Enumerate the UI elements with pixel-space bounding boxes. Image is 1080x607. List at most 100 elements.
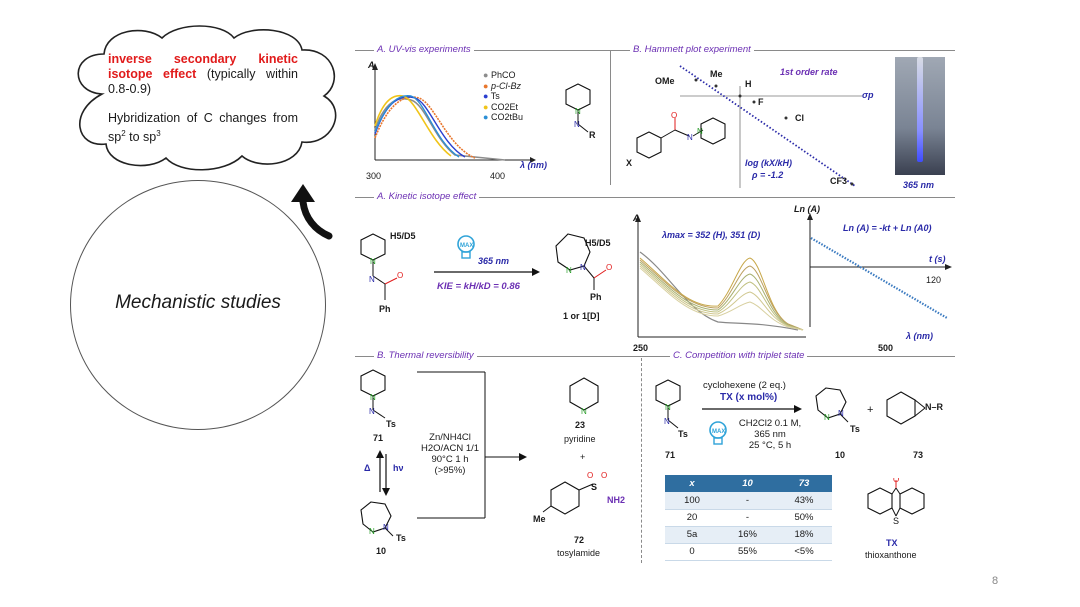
- tx-name: thioxanthone: [865, 550, 917, 560]
- uv-plot: [372, 63, 536, 163]
- hammett-ome: OMe: [655, 76, 675, 86]
- rule-bottom: [355, 356, 955, 357]
- thermal-me: Me: [533, 514, 546, 524]
- table-header: 10: [719, 475, 776, 492]
- competition-10: 10: [835, 450, 846, 460]
- kie-lambda-nm: λ (nm): [906, 331, 933, 341]
- svg-text:N: N: [369, 527, 375, 536]
- svg-text:O: O: [601, 471, 607, 480]
- cond-line: Zn/NH4Cl: [429, 432, 471, 443]
- svg-text:N: N: [697, 127, 703, 136]
- thermal-23: 23: [575, 420, 586, 430]
- thought-cloud: [77, 25, 337, 171]
- legend-item: ● CO2tBu: [483, 112, 523, 122]
- svg-text:N: N: [664, 417, 670, 426]
- kinetics-plot: [807, 213, 952, 327]
- thermal-72: 72: [574, 535, 585, 545]
- lamp-photo: [895, 57, 945, 175]
- table-cell: <5%: [776, 543, 832, 561]
- kie-h5d5-left: H5/D5: [390, 231, 416, 241]
- ylide-71-structure: N N: [360, 369, 386, 419]
- legend-item: ● p-Cl-Bz: [483, 80, 521, 91]
- kie-365nm: 365 nm: [478, 256, 510, 266]
- table-cell: 20: [665, 509, 719, 527]
- svg-text:O: O: [671, 111, 677, 120]
- cloud-highlight: inverse secondary kinetic isotope effect: [108, 52, 298, 81]
- table-cell: 43%: [776, 492, 832, 510]
- reaction-arrow: [434, 268, 540, 276]
- table-header: 73: [776, 475, 832, 492]
- svg-text:S: S: [591, 482, 597, 492]
- kie-axis-a: A: [633, 213, 640, 223]
- kie-tick-500: 500: [878, 343, 894, 353]
- svg-text:N: N: [574, 120, 580, 129]
- diazepine-10-structure: N N: [360, 501, 394, 537]
- svg-text:N: N: [580, 263, 586, 272]
- svg-text:S: S: [893, 516, 899, 526]
- diazepine-structure: N N O: [555, 233, 612, 290]
- competition-tx: TX (x mol%): [720, 392, 778, 403]
- uv-axis-x: λ (nm): [520, 160, 547, 170]
- table-cell: 5a: [665, 526, 719, 544]
- title-uv: A. UV-vis experiments: [374, 44, 474, 55]
- table-cell: -: [719, 509, 776, 527]
- sup-3: 3: [156, 129, 161, 138]
- hammett-rho: ρ = -1.2: [752, 170, 784, 180]
- curved-arrow-icon: [291, 184, 333, 240]
- kie-lambda-max: λmax = 352 (H), 351 (D): [662, 230, 761, 240]
- competition-ts-left: Ts: [678, 429, 688, 439]
- uv-axis-y: A: [368, 60, 375, 70]
- thermal-plus: +: [580, 452, 586, 462]
- competition-71: 71: [665, 450, 676, 460]
- hammett-cl: Cl: [795, 113, 804, 123]
- rule-v-top: [610, 50, 611, 185]
- cond-line: (>95%): [434, 465, 466, 476]
- rule-v-bottom: [641, 358, 642, 563]
- svg-text:O: O: [587, 471, 593, 480]
- legend-item: ● CO2Et: [483, 101, 518, 112]
- hammett-f: F: [758, 97, 764, 107]
- kie-ph-left: Ph: [379, 304, 391, 314]
- table-cell: 55%: [719, 543, 776, 561]
- kie-tick-250: 250: [633, 343, 649, 353]
- uv-lamp-icon: MAX: [457, 235, 475, 259]
- svg-text:N: N: [370, 257, 376, 266]
- svg-text:N: N: [665, 403, 671, 412]
- hammett-sigma: σp: [862, 90, 874, 100]
- table-row: 5a 16% 18%: [665, 526, 832, 544]
- cloud-hybridization: Hybridization of C changes from sp: [108, 111, 298, 145]
- table-header: x: [665, 475, 719, 492]
- cond-line: 365 nm: [754, 429, 786, 440]
- table-header-row: x 10 73: [665, 475, 832, 492]
- photo-caption: 365 nm: [903, 180, 935, 190]
- table-row: 0 55% <5%: [665, 543, 832, 561]
- thermal-delta: Δ: [364, 463, 371, 473]
- hammett-me: Me: [710, 69, 723, 79]
- svg-text:N: N: [687, 133, 693, 142]
- thermal-10: 10: [376, 546, 387, 556]
- kinetics-equation: Ln (A) = -kt + Ln (A0): [843, 223, 932, 233]
- svg-text:MAX: MAX: [712, 429, 725, 435]
- svg-text:O: O: [893, 478, 899, 484]
- table-cell: 16%: [719, 526, 776, 544]
- thermal-ts-top: Ts: [386, 419, 396, 429]
- cond-line: 90°C 1 h: [431, 454, 469, 465]
- svg-text:MAX: MAX: [460, 243, 473, 249]
- table-cell: 100: [665, 492, 719, 510]
- cloud-text: inverse secondary kinetic isotope effect…: [108, 52, 298, 145]
- svg-text:N: N: [369, 275, 375, 284]
- tosylamide-structure: S O O: [542, 471, 607, 515]
- thermal-conditions: Zn/NH4Cl H2O/ACN 1/1 90°C 1 h (>95%): [420, 432, 480, 476]
- svg-text:N: N: [824, 413, 830, 422]
- equilibrium-arrows: [376, 450, 390, 496]
- kinetics-axis-ln: Ln (A): [794, 204, 820, 214]
- ylide-benzoyl-structure: N N O: [360, 233, 403, 300]
- thermal-ts-bottom: Ts: [396, 533, 406, 543]
- competition-conditions: CH2Cl2 0.1 M, 365 nm 25 °C, 5 h: [735, 418, 805, 451]
- legend-item: ● Ts: [483, 91, 500, 101]
- title-thermal: B. Thermal reversibility: [374, 350, 477, 361]
- hammett-log: log (kX/kH): [745, 158, 793, 168]
- cond-line: H2O/ACN 1/1: [420, 443, 480, 454]
- svg-text:N: N: [383, 523, 389, 532]
- sup-2: 2: [121, 129, 126, 138]
